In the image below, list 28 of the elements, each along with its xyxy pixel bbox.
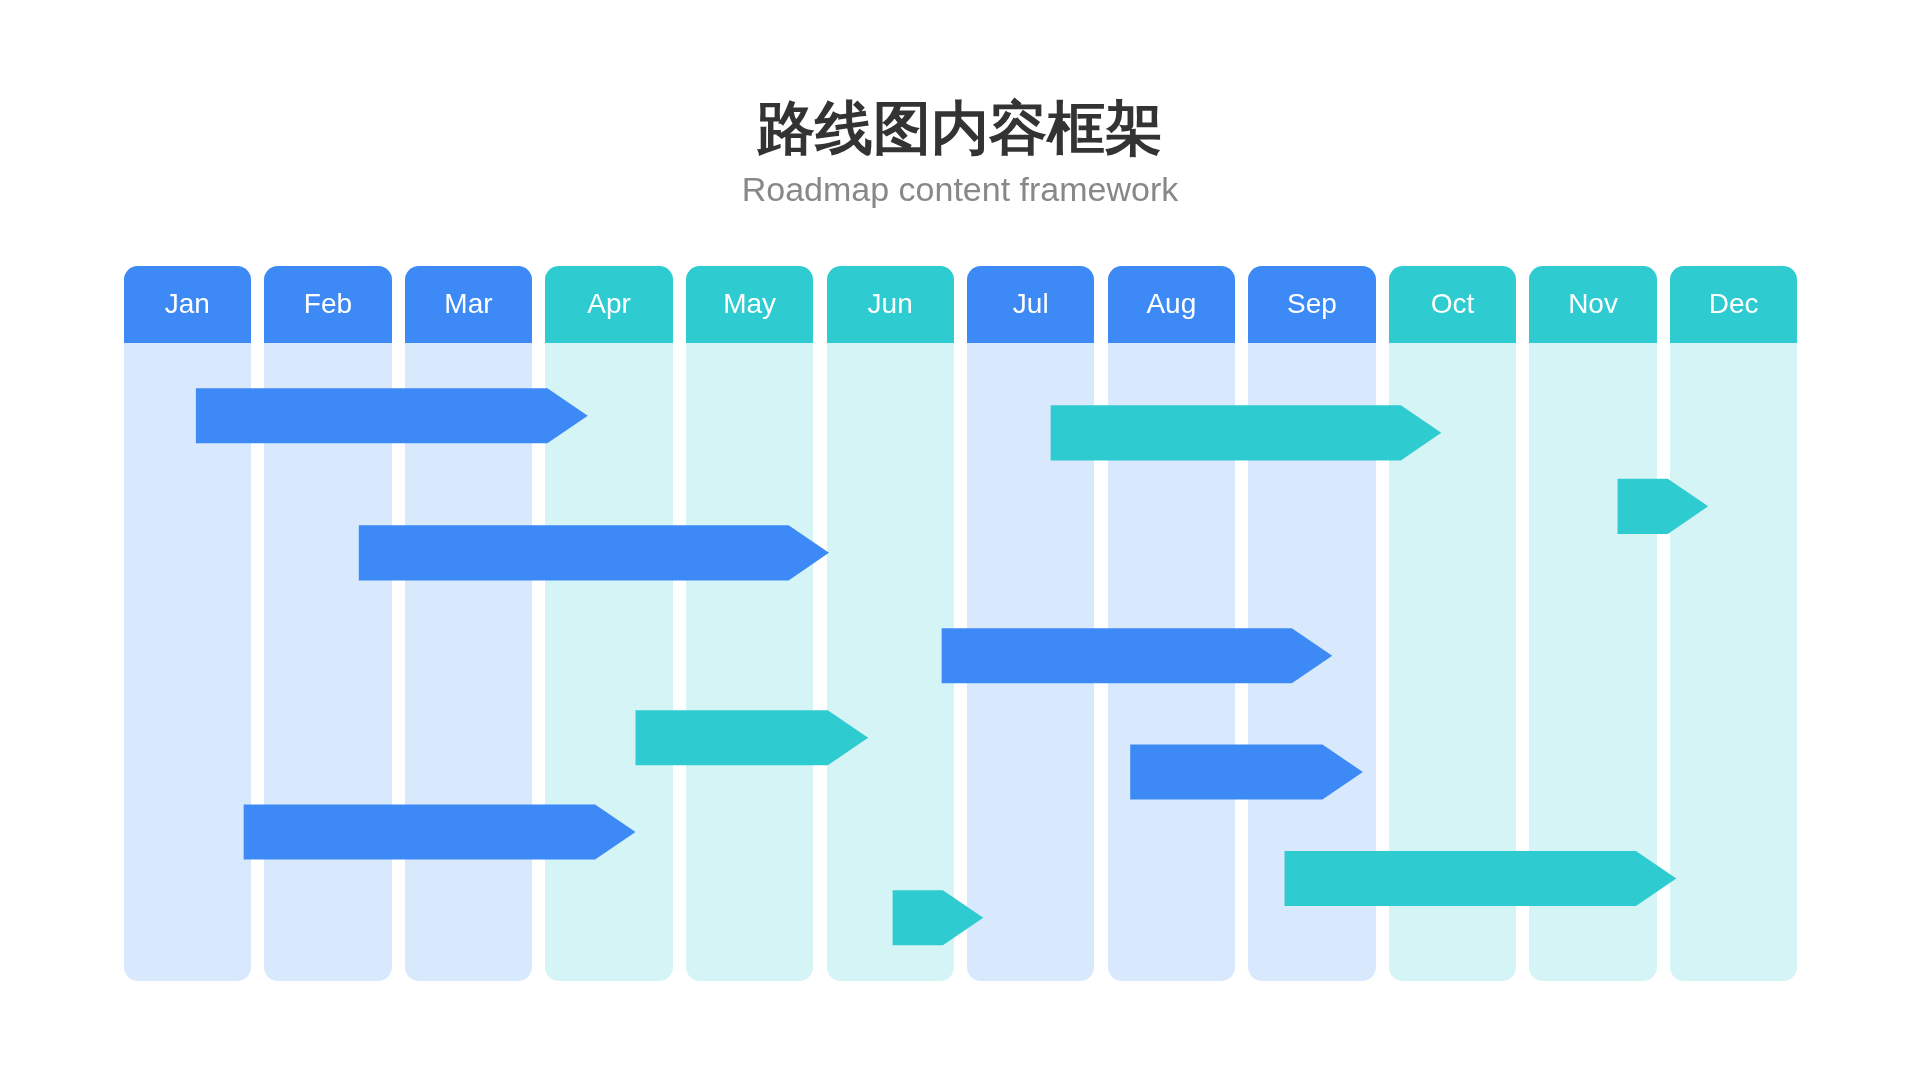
timeline-arrow-bar	[1617, 478, 1709, 534]
timeline-arrow-bar	[243, 804, 636, 860]
month-label: Apr	[587, 288, 631, 321]
month-label: Oct	[1430, 288, 1475, 321]
timeline-arrow-bar	[1130, 744, 1363, 800]
timeline-arrow-bar	[1284, 851, 1677, 907]
timeline-arrow-bar	[892, 890, 984, 946]
month-column	[1669, 265, 1798, 981]
month-column	[1388, 265, 1517, 981]
month-label: Dec	[1708, 288, 1759, 321]
month-label: Aug	[1146, 288, 1197, 321]
month-label: Nov	[1568, 288, 1618, 321]
timeline-arrow-bar	[195, 388, 588, 444]
subtitle: Roadmap content framework	[741, 170, 1179, 209]
month-label: Mar	[444, 288, 493, 321]
timeline-arrow-bar	[941, 628, 1333, 684]
month-column	[123, 265, 251, 981]
timeline-arrow-bar	[1050, 405, 1442, 461]
month-label: Jan	[164, 288, 210, 321]
month-label: Jun	[867, 288, 913, 321]
month-label: Jul	[1012, 288, 1049, 321]
month-label: Feb	[303, 288, 353, 321]
month-label: Sep	[1287, 288, 1337, 321]
month-label: May	[723, 288, 777, 321]
title: 路线图内容框架	[757, 93, 1163, 164]
timeline-arrow-bar	[358, 525, 829, 581]
month-column	[1529, 265, 1657, 981]
month-column	[826, 265, 954, 981]
